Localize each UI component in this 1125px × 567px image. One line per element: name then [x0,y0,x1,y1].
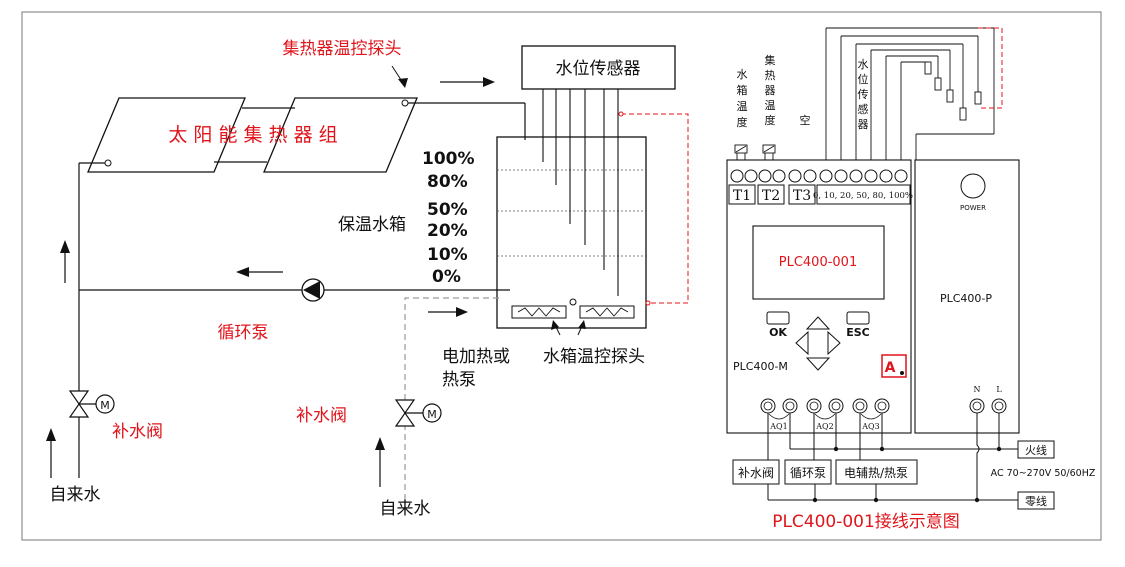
tap-water-left-label: 自来水 [50,485,101,505]
level-label: 100% [422,149,475,169]
ok-button[interactable] [766,311,790,325]
flow-arrow-up-mid [375,437,385,450]
plc-p-module [914,159,1020,434]
level-label: 80% [427,172,468,192]
output-valve-label: 补水阀 [738,466,774,480]
level-scale: 0, 10, 20, 50, 80, 100% [813,191,913,201]
collector-group-label: 太 阳 能 集 热 器 组 [168,124,337,146]
supply-label: AC 70~270V 50/60HZ [991,468,1096,479]
plc-screen-label: PLC400-001 [779,255,857,270]
a-badge: A [885,360,896,376]
terminal-t1: T1 [733,188,751,204]
level-sensor-signal-line [978,27,1003,109]
level-label: 0% [432,267,461,287]
live-label: 火线 [1025,443,1047,457]
aq1-label: AQ1 [769,422,787,431]
esc-label: ESC [846,326,870,339]
insulated-tank [496,136,647,329]
terminal-t3-box [788,184,816,205]
a-badge-box [881,354,907,378]
flow-arrow-top [483,77,495,87]
outer-frame [21,11,1102,541]
heater-label: 热泵 [442,370,476,390]
output-valve-box [732,459,780,485]
tank-probe-signal-line [621,113,689,304]
level-scale-box [816,184,911,205]
terminal-t3: T3 [793,188,811,204]
model-p-label: PLC400-P [940,292,992,305]
mid-valve-motor-icon [422,403,442,423]
terminal-t2: T2 [762,188,780,204]
tank-temp-probe [569,298,577,306]
esc-button[interactable] [846,311,870,325]
mid-makeup-pipe [404,297,500,500]
heater-label: 电加热或 [442,347,510,367]
aq3-label: AQ3 [861,422,879,431]
vlabel-level-sensor: 水位传感器 [858,58,869,131]
arrow-left-button[interactable] [795,330,809,356]
output-pump-box [784,459,832,485]
arrow-up-button[interactable] [805,316,831,330]
vlabel-tank-temp: 水箱温度 [737,68,748,129]
top-terminal-row [730,169,908,183]
vlabel-empty: 空 [800,113,811,127]
collector-panel-left [87,97,246,173]
terminal-t2-box [757,184,785,205]
solar-system: 太 阳 能 集 热 器 组 集热器温控探头 循环泵 保温水箱 100% 80% … [46,39,689,519]
diagram-caption: PLC400-001接线示意图 [772,512,960,532]
level-label: 50% [427,200,468,220]
mid-valve-label: 补水阀 [296,406,347,426]
flow-arrow-right [456,307,468,317]
n-label: N [974,385,981,394]
ok-label: OK [769,326,787,339]
flow-arrow-left [236,267,249,277]
neutral-label: 零线 [1025,494,1047,508]
flow-arrow-up-left [60,240,70,253]
svg-text:M: M [100,399,110,412]
left-valve-label: 补水阀 [112,422,163,442]
plc-screen [752,225,885,300]
flow-arrow-up-left-bottom [46,428,56,441]
neutral-label-box [1017,491,1055,510]
output-heater-box [835,459,918,485]
level-label: 10% [427,245,468,265]
collector-port-bottom [104,159,112,167]
collector-panel-right [263,97,418,173]
left-valve-motor-icon [95,394,115,414]
model-m-label: PLC400-M [733,360,788,373]
left-valve-icon [68,390,90,406]
terminal-t1-box [728,184,756,205]
plc-controller: 水箱温度 集热器温度 空 水位传感器 [726,27,1096,532]
tap-water-mid-label: 自来水 [380,499,431,519]
pump-label: 循环泵 [218,323,269,343]
terminal-l [991,398,1007,414]
arrow-down-button[interactable] [805,357,831,371]
svg-text:M: M [427,408,437,421]
vlabel-collector-temp: 集热器温度 [765,53,776,127]
collector-port-top [401,99,409,107]
live-label-box [1017,440,1055,459]
level-label: 20% [427,221,468,241]
tank-label: 保温水箱 [338,215,406,235]
mid-valve-icon [394,399,416,415]
output-heater-label: 电辅热/热泵 [844,466,908,480]
level-sensor-box [521,45,676,90]
aq2-label: AQ2 [815,422,833,431]
power-label: POWER [960,204,986,212]
power-indicator-icon [960,173,986,199]
terminal-n [969,398,985,414]
arrow-right-button[interactable] [827,330,841,356]
tank-probe-label: 水箱温控探头 [543,347,645,367]
level-sensor-label: 水位传感器 [556,59,641,79]
aq-terminals [760,398,890,414]
collector-probe-label: 集热器温控探头 [283,39,402,59]
l-label: L [996,385,1002,394]
output-pump-label: 循环泵 [790,466,826,480]
